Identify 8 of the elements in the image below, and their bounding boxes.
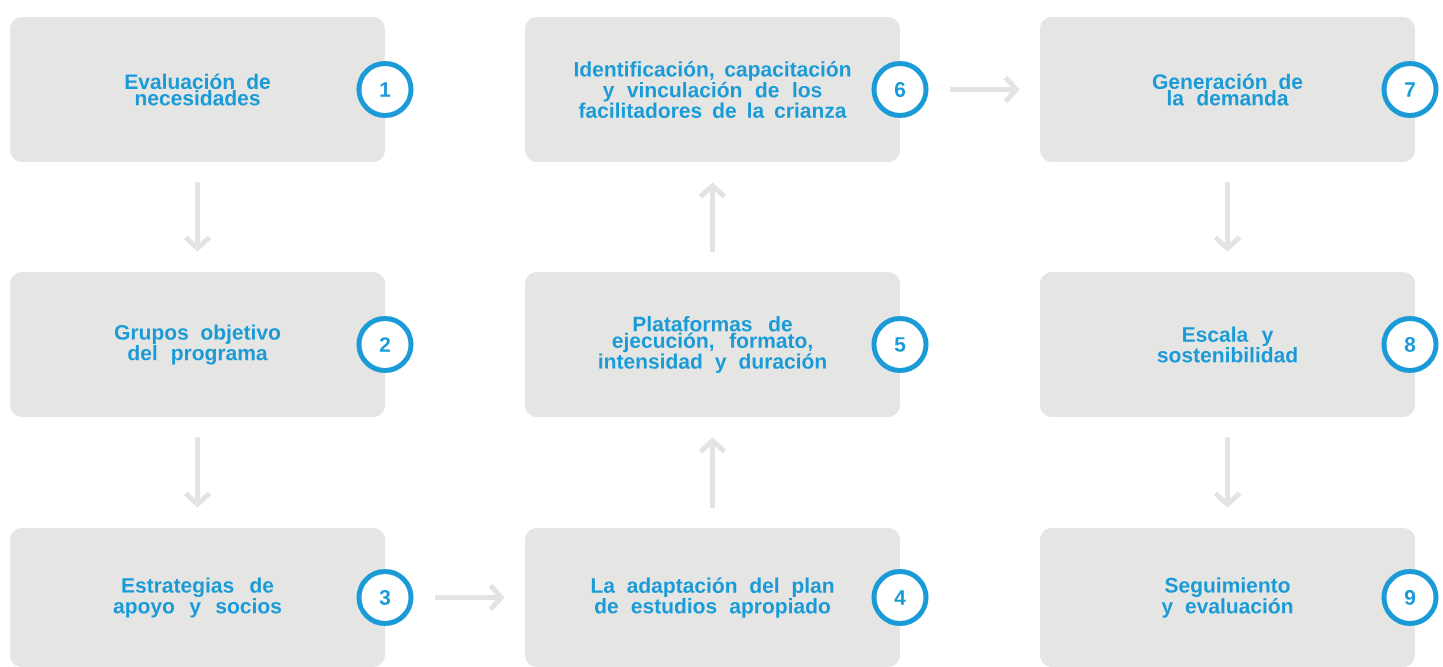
arrow <box>698 182 727 252</box>
arrow <box>950 75 1020 104</box>
arrow <box>183 437 212 508</box>
arrow <box>1213 182 1242 252</box>
arrow <box>698 437 727 508</box>
arrow <box>1213 437 1242 508</box>
arrow <box>183 182 212 252</box>
arrow <box>435 583 505 612</box>
